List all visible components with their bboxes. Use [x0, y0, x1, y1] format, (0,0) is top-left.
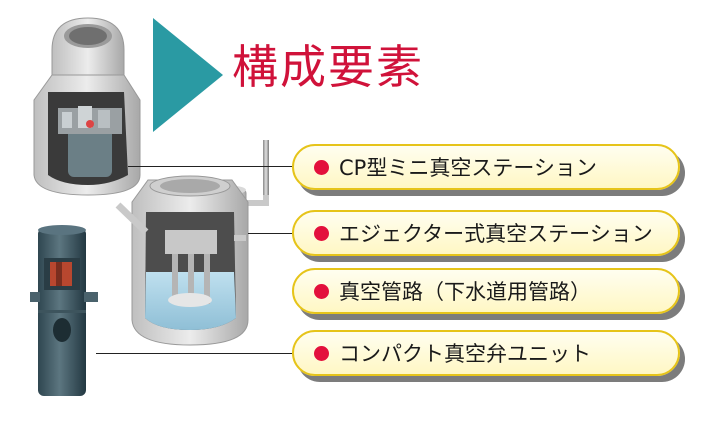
bullet-dot-icon: [314, 345, 329, 361]
bullet-dot-icon: [314, 283, 329, 299]
connector-line-4: [96, 353, 294, 354]
bullet-dot-icon: [314, 225, 329, 241]
component-pill-vacuum-piping: 真空管路（下水道用管路）: [292, 268, 680, 314]
component-label: エジェクター式真空ステーション: [339, 222, 653, 246]
component-pill-compact-valve-unit: コンパクト真空弁ユニット: [292, 330, 680, 376]
connector-line-1: [128, 166, 294, 167]
title-arrow-icon: [153, 18, 223, 132]
compact-valve-unit-illustration: [30, 225, 98, 396]
cp-mini-station-illustration: [33, 17, 141, 196]
component-label: 真空管路（下水道用管路）: [339, 280, 591, 304]
component-label: コンパクト真空弁ユニット: [339, 342, 591, 366]
component-label: CP型ミニ真空ステーション: [339, 156, 597, 180]
component-pill-ejector-station: エジェクター式真空ステーション: [292, 210, 680, 256]
title: 構成要素: [232, 40, 424, 94]
component-pill-cp-mini-station: CP型ミニ真空ステーション: [292, 144, 680, 190]
bullet-dot-icon: [314, 159, 329, 175]
ejector-station-illustration: [115, 140, 269, 346]
connector-line-2: [248, 233, 294, 234]
